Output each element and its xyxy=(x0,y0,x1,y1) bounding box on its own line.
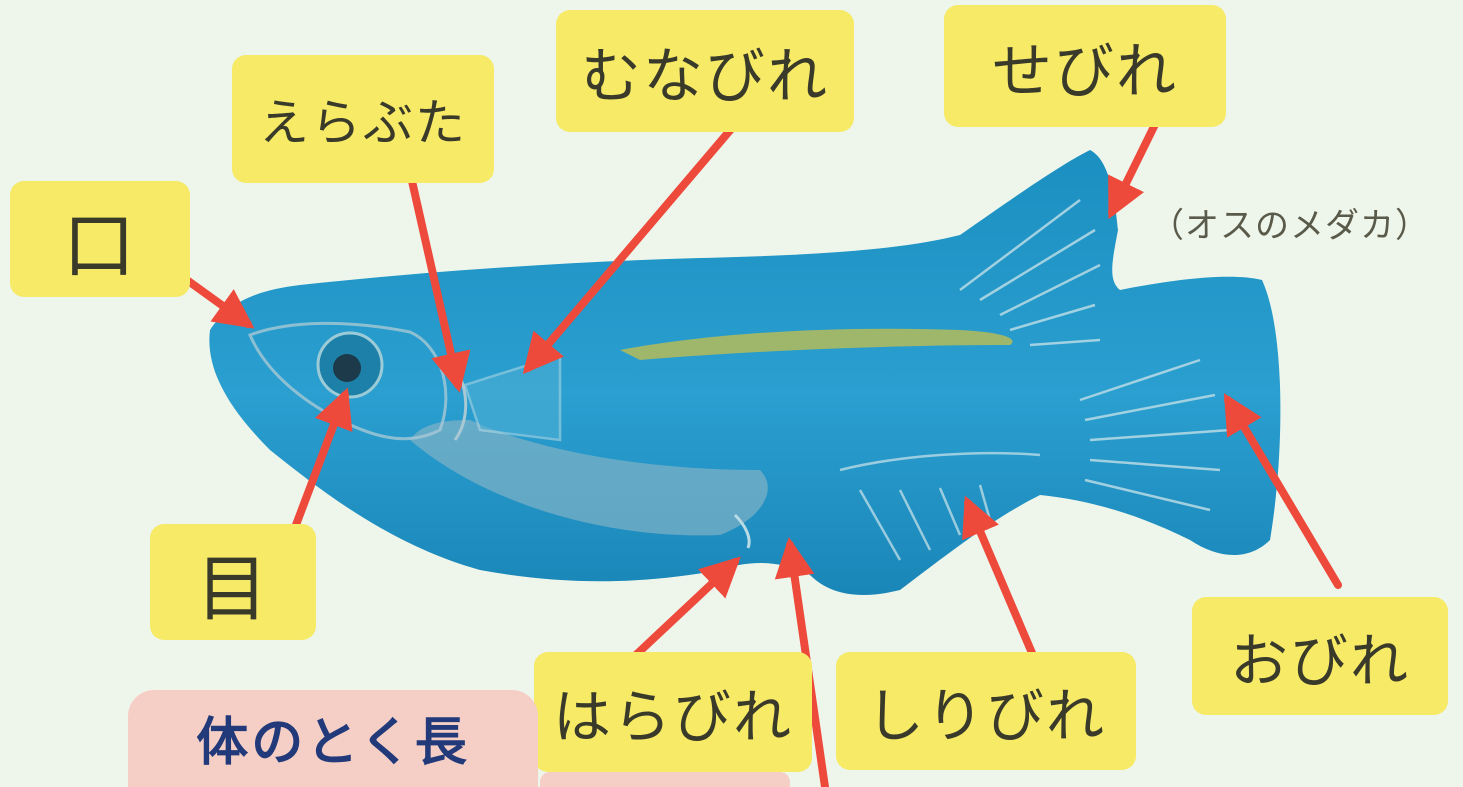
label-munabire: むなびれ xyxy=(556,10,854,132)
label-harabire: はらびれ xyxy=(534,652,812,772)
section-body-features: 体のとく長 xyxy=(128,690,538,787)
section-title: 体のとく長 xyxy=(196,700,469,775)
note-male-medaka: （オスのメダカ） xyxy=(1150,198,1430,247)
label-obire: おびれ xyxy=(1192,597,1448,715)
fish-eye-pupil xyxy=(333,354,361,382)
label-sebire: せびれ xyxy=(944,5,1226,127)
label-shiribire: しりびれ xyxy=(836,652,1136,770)
arrow-shiribire xyxy=(968,503,1035,660)
label-me: 目 xyxy=(150,524,316,640)
section-next-box-edge xyxy=(540,772,790,787)
label-kuchi: 口 xyxy=(10,181,190,297)
label-erabuta: えらぶた xyxy=(232,55,494,183)
